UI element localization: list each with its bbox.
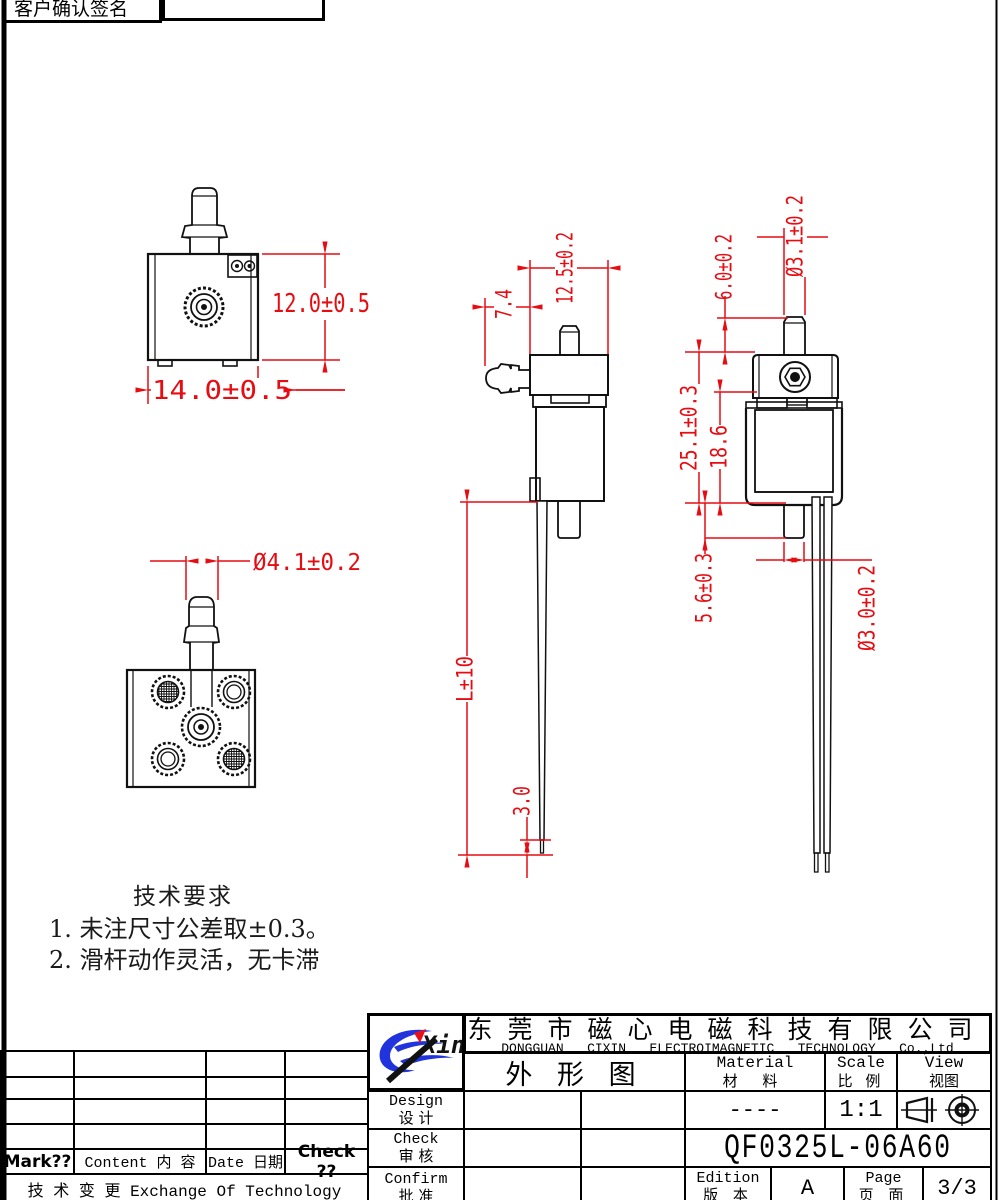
customer-signature-label: 客户确认签名 bbox=[14, 0, 129, 20]
drawing-title-cell: 外 形 图 bbox=[463, 1052, 686, 1092]
design-date-cell[interactable] bbox=[580, 1090, 686, 1130]
company-name-en: DONGGUAN CIXIN ELECTROIMAGNETIC TECHNOLO… bbox=[501, 1041, 954, 1056]
dim-front-height: 12.0±0.5 bbox=[272, 289, 370, 319]
check-value-cell[interactable] bbox=[463, 1128, 582, 1168]
part-number: QF0325L-06A60 bbox=[724, 1128, 952, 1168]
dim-front-width: 14.0±0.5 bbox=[152, 376, 292, 406]
company-cell: 东莞市磁心电磁科技有限公司 DONGGUAN CIXIN ELECTROIMAG… bbox=[463, 1013, 992, 1056]
signature-empty-box[interactable] bbox=[162, 0, 325, 21]
knurl-top-left bbox=[150, 674, 186, 710]
dim-text-backgrounds bbox=[151, 195, 807, 702]
tech-req-item-1: 1. 未注尺寸公差取±0.3。 bbox=[49, 915, 330, 943]
dim-side-width: 12.5±0.2 bbox=[554, 232, 579, 304]
company-logo: Xin bbox=[379, 1029, 462, 1084]
confirm-value-cell[interactable] bbox=[463, 1166, 582, 1200]
tech-req-title: 技术要求 bbox=[133, 884, 233, 910]
title-block: Xin 东莞市磁心电磁科技有限公司 DONGGUAN CIXIN ELECTRO… bbox=[367, 1013, 992, 1200]
material-value-cell: ---- bbox=[684, 1090, 826, 1130]
dim-rear-total-h: 25.1±0.3 bbox=[678, 385, 703, 471]
rev-header-mark: Mark?? bbox=[0, 1148, 75, 1175]
rear-view bbox=[744, 316, 844, 873]
rev-header-date: Date 日期 bbox=[205, 1148, 286, 1175]
side-view bbox=[485, 325, 609, 854]
dim-rear-wire-dia: Ø3.0±0.2 bbox=[856, 565, 881, 651]
design-value-cell[interactable] bbox=[463, 1090, 582, 1130]
dim-side-wire-len: L±10 bbox=[454, 656, 479, 702]
logo-text: Xin bbox=[420, 1031, 462, 1059]
page-value-cell: 3/3 bbox=[922, 1166, 992, 1200]
knurl-center bbox=[180, 706, 222, 748]
edition-label-cell: Edition 版 本 bbox=[684, 1166, 772, 1200]
part-number-cell: QF0325L-06A60 bbox=[684, 1128, 992, 1168]
revision-table: Mark?? Content 内 容 Date 日期 Check ?? 技 术 … bbox=[0, 1050, 370, 1200]
rev-footer: 技 术 变 更 Exchange Of Technology bbox=[0, 1173, 369, 1200]
design-label-cell: Design 设 计 bbox=[367, 1090, 465, 1130]
material-header-cell: Material 材 料 bbox=[684, 1052, 826, 1092]
logo-cell: Xin bbox=[367, 1013, 465, 1091]
third-angle-projection-icon bbox=[901, 1094, 979, 1126]
dim-rear-stem-h: 6.0±0.2 bbox=[713, 234, 738, 300]
front-view bbox=[146, 187, 260, 367]
tech-req-item-2: 2. 滑杆动作灵活，无卡滞 bbox=[49, 946, 320, 974]
dim-rear-stem-dia: Ø3.1±0.2 bbox=[784, 195, 809, 277]
rev-header-content: Content 内 容 bbox=[73, 1148, 207, 1175]
bottom-view bbox=[125, 596, 257, 789]
dim-bottom-nozzle-dia: Ø4.1±0.2 bbox=[253, 550, 361, 576]
scale-value-cell: 1:1 bbox=[824, 1090, 898, 1130]
rev-header-check: Check ?? bbox=[284, 1142, 369, 1182]
projection-symbol-cell bbox=[896, 1090, 992, 1130]
confirm-label-cell: Confirm 批 准 bbox=[367, 1166, 465, 1200]
dim-rear-stub-h: 5.6±0.3 bbox=[693, 553, 718, 623]
dim-side-nozzle: 7.4 bbox=[493, 289, 518, 319]
edition-value-cell: A bbox=[770, 1166, 845, 1200]
knurl-bottom-right bbox=[216, 741, 252, 777]
customer-signature-box: 客户确认签名 bbox=[2, 0, 162, 23]
dimension-texts: 12.0±0.5 14.0±0.5 Ø4.1±0.2 7.4 12.5±0.2 … bbox=[152, 195, 881, 816]
knurl-bottom-left bbox=[150, 741, 186, 777]
company-name-cn: 东莞市磁心电磁科技有限公司 bbox=[467, 1015, 988, 1044]
check-date-cell[interactable] bbox=[580, 1128, 686, 1168]
page-label-cell: Page 页 面 bbox=[843, 1166, 924, 1200]
view-header-cell: View 视图 bbox=[896, 1052, 992, 1092]
dim-side-tip: 3.0 bbox=[511, 786, 536, 816]
scale-header-cell: Scale 比 例 bbox=[824, 1052, 898, 1092]
check-label-cell: Check 审 核 bbox=[367, 1128, 465, 1168]
dim-rear-coil-h: 18.6 bbox=[708, 425, 733, 469]
knurl-top-right bbox=[216, 674, 252, 710]
confirm-date-cell[interactable] bbox=[580, 1166, 686, 1200]
